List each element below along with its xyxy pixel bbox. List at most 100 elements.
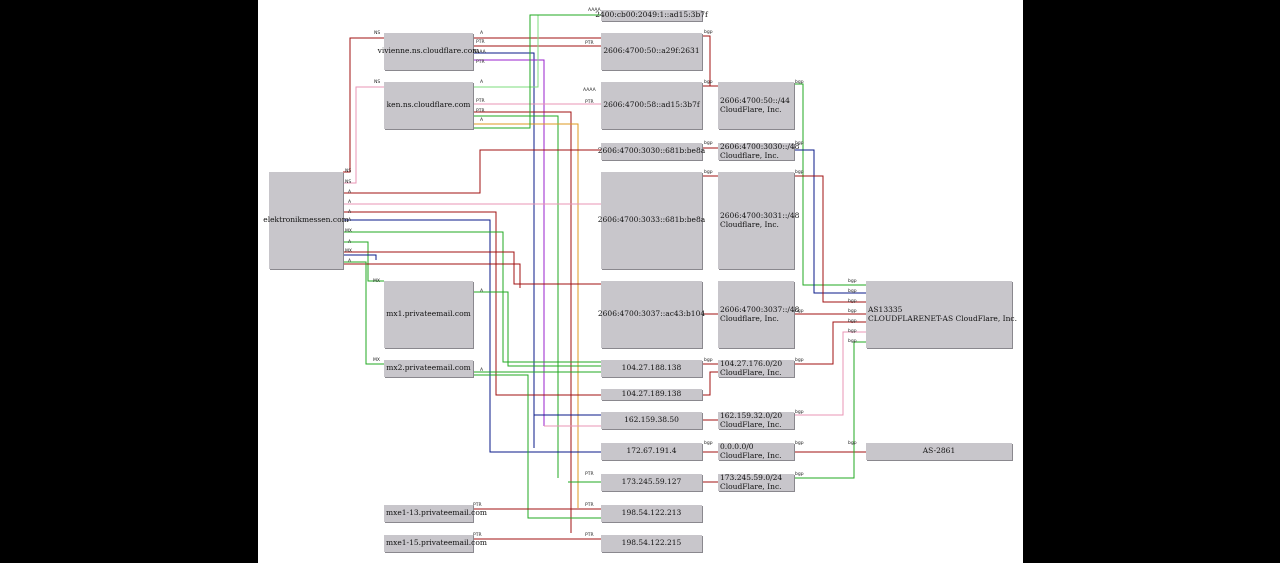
edge-tag-bgp: bgp [795, 141, 804, 146]
edge-line [794, 149, 866, 294]
node-ip-104-188[interactable]: 104.27.188.138 [601, 360, 702, 377]
edge-tag-bgp: bgp [704, 30, 713, 35]
edge-line [343, 241, 384, 282]
edge-tag-mx: MX [345, 229, 352, 234]
edge-line [473, 52, 535, 448]
edge-tag-bgp: bgp [795, 358, 804, 363]
node-label: 2606:4700:3031::/48 Cloudflare, Inc. [720, 211, 800, 229]
node-label: 162.159.38.50 [624, 415, 679, 425]
edge-line [343, 263, 521, 288]
edge-tag-ptr: PTR [585, 100, 594, 105]
node-mxe1-15[interactable]: mxe1-15.privateemail.com [384, 535, 487, 552]
edge-tag-aaaa: AAAA [473, 50, 486, 55]
edge-line [702, 35, 718, 87]
edge-tag-ptr: PTR [585, 472, 594, 477]
edge-line [343, 261, 384, 365]
edge-tag-bgp: bgp [704, 141, 713, 146]
node-label: 0.0.0.0/0 CloudFlare, Inc. [720, 442, 782, 460]
edge-tag-a: A [348, 259, 352, 264]
edge-tag-a: A [480, 118, 484, 123]
edge-line [343, 211, 601, 396]
node-mx1[interactable]: mx1.privateemail.com [384, 281, 473, 348]
node-label: mx2.privateemail.com [386, 363, 471, 373]
node-label: ken.ns.cloudflare.com [386, 100, 471, 110]
edge-tag-mx: MX [373, 358, 380, 363]
node-as13335[interactable]: AS13335 CLOUDFLARENET-AS CloudFlare, Inc… [866, 281, 1017, 348]
edge-tag-bgp: bgp [848, 441, 857, 446]
node-root-domain[interactable]: elektronikmessen.com [263, 172, 349, 269]
edge-tag-bgp: bgp [848, 299, 857, 304]
node-label: 172.67.191.4 [626, 446, 677, 456]
edge-line [794, 321, 866, 365]
node-prefix-50[interactable]: 2606:4700:50::/44 CloudFlare, Inc. [718, 82, 794, 129]
edge-tag-ns: NS [374, 31, 381, 36]
node-ip-3030[interactable]: 2606:4700:3030::681b:be8a [598, 143, 705, 160]
node-prefix-162[interactable]: 162.159.32.0/20 CloudFlare, Inc. [718, 411, 794, 429]
node-prefix-3030[interactable]: 2606:4700:3030::/48 Cloudflare, Inc. [718, 142, 799, 160]
node-ip-2400[interactable]: 2400:cb00:2049:1::ad15:3b7f [595, 10, 708, 21]
node-mxe1-13[interactable]: mxe1-13.privateemail.com [384, 505, 487, 522]
node-ip-2606-50[interactable]: 2606:4700:50::a29f:2631 [601, 33, 702, 70]
node-as2861[interactable]: AS-2861 [866, 443, 1012, 460]
edge-line [343, 254, 377, 260]
edge-line [473, 115, 559, 478]
edge-tag-bgp: bgp [795, 309, 804, 314]
edge-line [794, 175, 866, 303]
edge-line [473, 59, 545, 426]
node-ip-173[interactable]: 173.245.59.127 [601, 474, 702, 491]
node-prefix-3037[interactable]: 2606:4700:3037::/48 Cloudflare, Inc. [718, 281, 799, 348]
edge-line [794, 341, 866, 479]
node-label: vivienne.ns.cloudflare.com [377, 46, 480, 56]
node-label: 198.54.122.213 [621, 508, 682, 518]
node-ip-172[interactable]: 172.67.191.4 [601, 443, 702, 460]
edge-line [343, 219, 601, 453]
edge-line [473, 15, 539, 88]
edge-line [702, 371, 718, 396]
edge-line [343, 251, 601, 285]
edge-tag-a: A [348, 190, 352, 195]
node-ns-ken[interactable]: ken.ns.cloudflare.com [384, 82, 473, 129]
edge-tag-ns: NS [345, 169, 352, 174]
node-label: 2606:4700:3030::681b:be8a [597, 146, 706, 156]
edge-tag-a: A [480, 289, 484, 294]
edge-tag-ns: NS [374, 80, 381, 85]
node-label: AS13335 CLOUDFLARENET-AS CloudFlare, Inc… [868, 305, 1017, 323]
node-ip-3033[interactable]: 2606:4700:3033::681b:be8a [598, 172, 705, 269]
node-ip-104-189[interactable]: 104.27.189.138 [601, 389, 702, 400]
node-ip-198-215[interactable]: 198.54.122.215 [601, 535, 702, 552]
edge-tag-ptr: PTR [473, 503, 482, 508]
edge-tag-a: A [480, 80, 484, 85]
edge-tag-bgp: bgp [704, 80, 713, 85]
edge-tag-a: A [348, 210, 352, 215]
node-ip-162[interactable]: 162.159.38.50 [601, 412, 702, 429]
edge-line [473, 14, 601, 129]
node-prefix-173[interactable]: 173.245.59.0/24 CloudFlare, Inc. [718, 473, 794, 491]
edge-tag-a: A [348, 218, 352, 223]
node-mx2[interactable]: mx2.privateemail.com [384, 360, 473, 377]
edge-tag-mx: MX [345, 249, 352, 254]
graph-canvas: elektronikmessen.com vivienne.ns.cloudfl… [258, 0, 1023, 563]
node-ip-2606-58[interactable]: 2606:4700:58::ad15:3b7f [601, 82, 702, 129]
node-prefix-3031[interactable]: 2606:4700:3031::/48 Cloudflare, Inc. [718, 172, 799, 269]
edge-tag-aaaa: AAAA [583, 88, 596, 93]
edge-line [473, 111, 572, 533]
node-label: mxe1-13.privateemail.com [386, 508, 487, 518]
edge-tag-a: A [480, 368, 484, 373]
edge-line [794, 331, 866, 416]
node-ip-3037[interactable]: 2606:4700:3037::ac43:b104 [598, 281, 705, 348]
node-prefix-104[interactable]: 104.27.176.0/20 CloudFlare, Inc. [718, 359, 794, 377]
edge-tag-ptr: PTR [585, 41, 594, 46]
edge-tag-ptr: PTR [476, 99, 485, 104]
node-label: 2606:4700:3037::/48 Cloudflare, Inc. [720, 305, 800, 323]
edge-line [343, 149, 601, 194]
node-label: 104.27.176.0/20 CloudFlare, Inc. [720, 359, 783, 377]
edge-tag-mx: MX [373, 279, 380, 284]
edge-tag-bgp: bgp [704, 170, 713, 175]
node-label: 2606:4700:3030::/48 Cloudflare, Inc. [720, 142, 800, 160]
node-label: 173.245.59.0/24 CloudFlare, Inc. [720, 473, 783, 491]
node-prefix-0[interactable]: 0.0.0.0/0 CloudFlare, Inc. [718, 442, 794, 460]
node-ns-vivienne[interactable]: vivienne.ns.cloudflare.com [378, 33, 479, 70]
edge-line [343, 37, 384, 173]
node-ip-198-213[interactable]: 198.54.122.213 [601, 505, 702, 522]
edge-tag-bgp: bgp [795, 441, 804, 446]
